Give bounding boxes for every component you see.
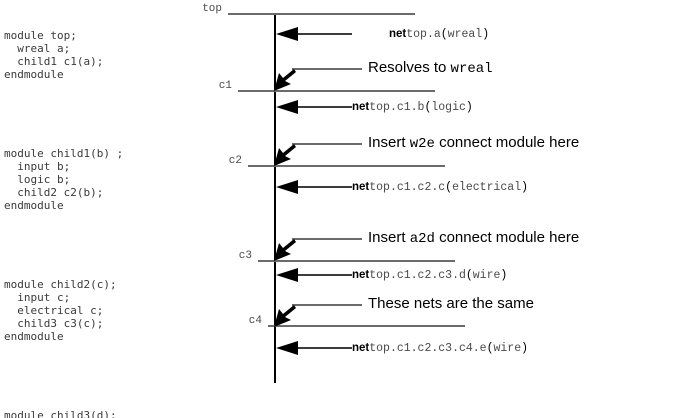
net-paren-close: ) [482, 28, 490, 41]
note-text-pre: These nets are the same [368, 295, 534, 312]
net-paren-open: ( [465, 269, 473, 282]
note-text-pre: Insert [368, 134, 410, 151]
arrow-shaft [296, 33, 352, 35]
hierarchy-line-c4 [268, 325, 465, 327]
net-type: logic [431, 101, 466, 114]
hierarchy-label-c4: c4 [248, 315, 262, 327]
source-code-listing: module top; wreal a; child1 c1(a); endmo… [4, 3, 189, 418]
left-arrow-icon [276, 341, 298, 355]
net-paren-close: ) [521, 181, 528, 194]
left-arrow-icon [276, 268, 298, 282]
hierarchy-line-c3 [258, 260, 455, 262]
diagonal-arrow-icon [274, 305, 296, 327]
leader-line [292, 304, 362, 306]
note-text-pre: Insert [368, 229, 410, 246]
hierarchy-line-top [228, 13, 415, 15]
net-paren-open: ( [424, 101, 432, 114]
net-callout-label: nettop.c1.c2.c3.c4.e(wire) [352, 338, 528, 356]
arrow-shaft [296, 186, 352, 188]
note-label: Resolves to wreal [368, 59, 493, 77]
leader-line [292, 238, 362, 240]
net-callout-label: nettop.c1.c2.c(electrical) [352, 177, 528, 195]
net-path: top.c1.c2.c3.c4.e [369, 342, 487, 355]
net-callout-label: nettop.c1.c2.c3.d(wire) [352, 265, 507, 283]
net-keyword: net [389, 28, 407, 40]
note-label: Insert w2e connect module here [368, 134, 579, 152]
hierarchy-line-c1 [238, 90, 435, 92]
hierarchy-spine [274, 13, 276, 383]
hierarchy-label-c3: c3 [238, 250, 252, 262]
left-arrow-icon [276, 180, 298, 194]
net-paren-close: ) [500, 269, 508, 282]
hierarchy-label-top: top [202, 3, 222, 15]
net-paren-open: ( [440, 28, 448, 41]
hierarchy-line-c2 [248, 165, 445, 167]
code-block-top: module top; wreal a; child1 c1(a); endmo… [4, 29, 104, 82]
code-block-child1: module child1(b) ; input b; logic b; chi… [4, 147, 124, 213]
note-text-post: connect module here [434, 134, 580, 151]
net-type: wire [472, 269, 501, 282]
arrow-shaft [296, 106, 352, 108]
note-text-post: connect module here [434, 229, 580, 246]
net-keyword: net [352, 342, 370, 354]
code-block-child2: module child2(c); input c; electrical c;… [4, 277, 117, 344]
note-text-mono: a2d [409, 231, 435, 247]
net-path: top.c1.c2.c3.d [369, 269, 466, 282]
left-arrow-icon [276, 27, 298, 41]
net-keyword: net [352, 269, 370, 281]
diagonal-arrow-icon [274, 239, 296, 261]
net-paren-close: ) [521, 342, 528, 355]
arrow-shaft [296, 347, 352, 349]
net-type: wire [493, 342, 522, 355]
diagonal-arrow-icon [274, 144, 296, 166]
net-callout-label: nettop.c1.b(logic) [352, 97, 473, 115]
net-type: electrical [452, 181, 522, 194]
net-keyword: net [352, 101, 370, 113]
leader-line [292, 143, 362, 145]
note-label: These nets are the same [368, 295, 534, 313]
diagonal-arrow-icon [274, 69, 296, 91]
note-text-mono: w2e [409, 136, 435, 152]
net-path: top.a [406, 28, 441, 41]
arrow-shaft [296, 274, 352, 276]
leader-line [292, 68, 362, 70]
code-block-child3: module child3(d); input d; wire d; child… [4, 408, 117, 418]
net-callout-label: nettop.a(wreal) [389, 24, 489, 42]
left-arrow-icon [276, 100, 298, 114]
net-paren-open: ( [445, 181, 453, 194]
hierarchy-label-c2: c2 [228, 155, 242, 167]
net-paren-close: ) [465, 101, 473, 114]
hierarchy-label-c1: c1 [218, 80, 232, 92]
net-keyword: net [352, 181, 370, 193]
note-label: Insert a2d connect module here [368, 229, 579, 247]
net-paren-open: ( [486, 342, 494, 355]
note-text-mono: wreal [450, 61, 493, 77]
note-text-pre: Resolves to [368, 59, 451, 76]
net-type: wreal [447, 28, 483, 41]
net-path: top.c1.b [369, 101, 425, 114]
net-path: top.c1.c2.c [369, 181, 446, 194]
